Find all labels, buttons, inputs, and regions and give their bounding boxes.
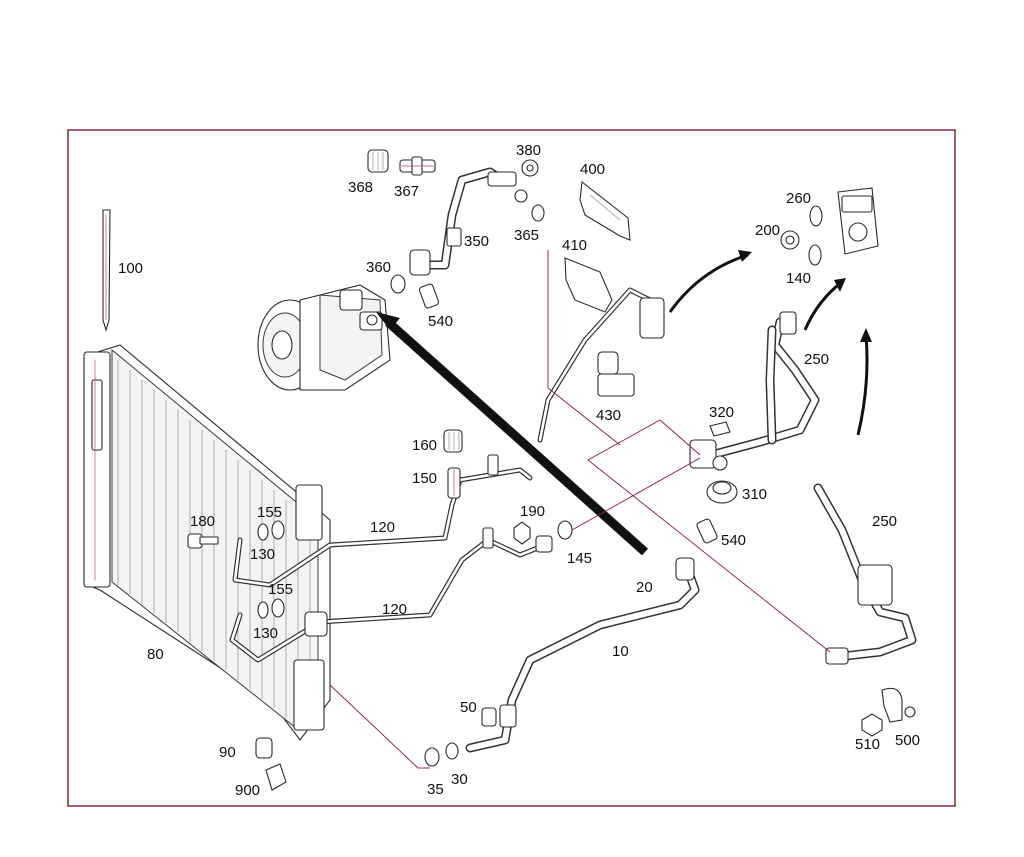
callout-145: 145 — [567, 550, 592, 567]
callout-320: 320 — [709, 404, 734, 421]
callout-540-top: 540 — [428, 313, 453, 330]
hose-part-250-upper[interactable] — [689, 311, 820, 471]
hose-part-250-lower[interactable] — [813, 483, 917, 665]
o-ring-part-30[interactable] — [445, 742, 459, 760]
callout-130-upper: 130 — [250, 546, 275, 563]
bracket-part-400[interactable] — [579, 180, 631, 241]
o-ring-part-35[interactable] — [424, 747, 440, 767]
clamp-part-430[interactable] — [597, 351, 635, 397]
rod-part-100[interactable] — [102, 209, 111, 332]
callout-260: 260 — [786, 190, 811, 207]
expansion-valve[interactable] — [837, 187, 879, 255]
callout-410: 410 — [562, 237, 587, 254]
callout-30: 30 — [451, 771, 468, 788]
valve-part-150[interactable] — [447, 467, 461, 499]
washer-part-380[interactable] — [521, 159, 539, 177]
cap-part-160[interactable] — [443, 429, 463, 453]
bolt-part-540-mid[interactable] — [696, 518, 718, 544]
callout-250-upper: 250 — [804, 351, 829, 368]
callout-500: 500 — [895, 732, 920, 749]
o-ring-part-360[interactable] — [390, 274, 406, 294]
callout-900: 900 — [235, 782, 260, 799]
valve-part-367[interactable] — [399, 156, 436, 176]
callout-160: 160 — [412, 437, 437, 454]
callout-367: 367 — [394, 183, 419, 200]
callout-360: 360 — [366, 259, 391, 276]
cap-part-320[interactable] — [709, 421, 731, 437]
callout-155-lower: 155 — [268, 581, 293, 598]
callout-150: 150 — [412, 470, 437, 487]
plug-part-90[interactable] — [255, 737, 273, 759]
callout-430: 430 — [596, 407, 621, 424]
callout-350: 350 — [464, 233, 489, 250]
leader-lines — [329, 250, 831, 769]
hose-part-10[interactable] — [465, 557, 700, 753]
callout-250-lower: 250 — [872, 513, 897, 530]
callout-50: 50 — [460, 699, 477, 716]
o-ring-part-155-upper[interactable] — [271, 520, 285, 540]
pipe-part-120-lower[interactable] — [229, 527, 553, 663]
direction-arrows — [668, 250, 872, 436]
bolt-part-540-top[interactable] — [418, 283, 440, 309]
bracket-part-900[interactable] — [265, 763, 287, 791]
valve-part-50[interactable] — [481, 707, 497, 727]
callout-200: 200 — [755, 222, 780, 239]
callout-368: 368 — [348, 179, 373, 196]
compressor-pointer — [376, 312, 649, 556]
callout-20: 20 — [636, 579, 653, 596]
nut-part-510[interactable] — [861, 713, 883, 737]
o-ring-part-365[interactable] — [531, 204, 545, 222]
grommet-part-310[interactable] — [706, 480, 738, 504]
callout-365: 365 — [514, 227, 539, 244]
pipe-part-120-upper[interactable] — [232, 454, 533, 588]
callout-80: 80 — [147, 646, 164, 663]
callout-120-lower: 120 — [382, 601, 407, 618]
callout-190: 190 — [520, 503, 545, 520]
callout-380: 380 — [516, 142, 541, 159]
callout-130-lower: 130 — [253, 625, 278, 642]
pipe-part-410-line — [537, 287, 665, 443]
o-ring-part-260[interactable] — [809, 205, 823, 227]
o-ring-part-130-upper[interactable] — [257, 523, 269, 541]
callout-90: 90 — [219, 744, 236, 761]
callout-400: 400 — [580, 161, 605, 178]
o-ring-part-145[interactable] — [557, 520, 573, 540]
compressor[interactable] — [257, 284, 391, 391]
callout-100: 100 — [118, 260, 143, 277]
callout-10: 10 — [612, 643, 629, 660]
callout-35: 35 — [427, 781, 444, 798]
callout-120-upper: 120 — [370, 519, 395, 536]
o-ring-part-140[interactable] — [808, 244, 822, 266]
diagram-frame — [67, 129, 956, 807]
callout-510: 510 — [855, 736, 880, 753]
o-ring-part-130-lower[interactable] — [257, 601, 269, 619]
nut-part-200[interactable] — [780, 230, 800, 250]
bolt-part-180[interactable] — [187, 533, 219, 549]
callout-155-upper: 155 — [257, 504, 282, 521]
callout-140: 140 — [786, 270, 811, 287]
bracket-part-410[interactable] — [564, 257, 613, 313]
nut-part-190[interactable] — [513, 521, 531, 545]
o-ring-part-155-lower[interactable] — [271, 598, 285, 618]
callout-540-mid: 540 — [721, 532, 746, 549]
callout-310: 310 — [742, 486, 767, 503]
cap-part-368[interactable] — [367, 149, 389, 173]
callout-180: 180 — [190, 513, 215, 530]
callout-labels: 10 20 30 35 50 80 90 100 120 120 130 130… — [118, 142, 920, 799]
clamp-part-500[interactable] — [881, 687, 916, 723]
hose-part-350[interactable] — [409, 167, 528, 276]
